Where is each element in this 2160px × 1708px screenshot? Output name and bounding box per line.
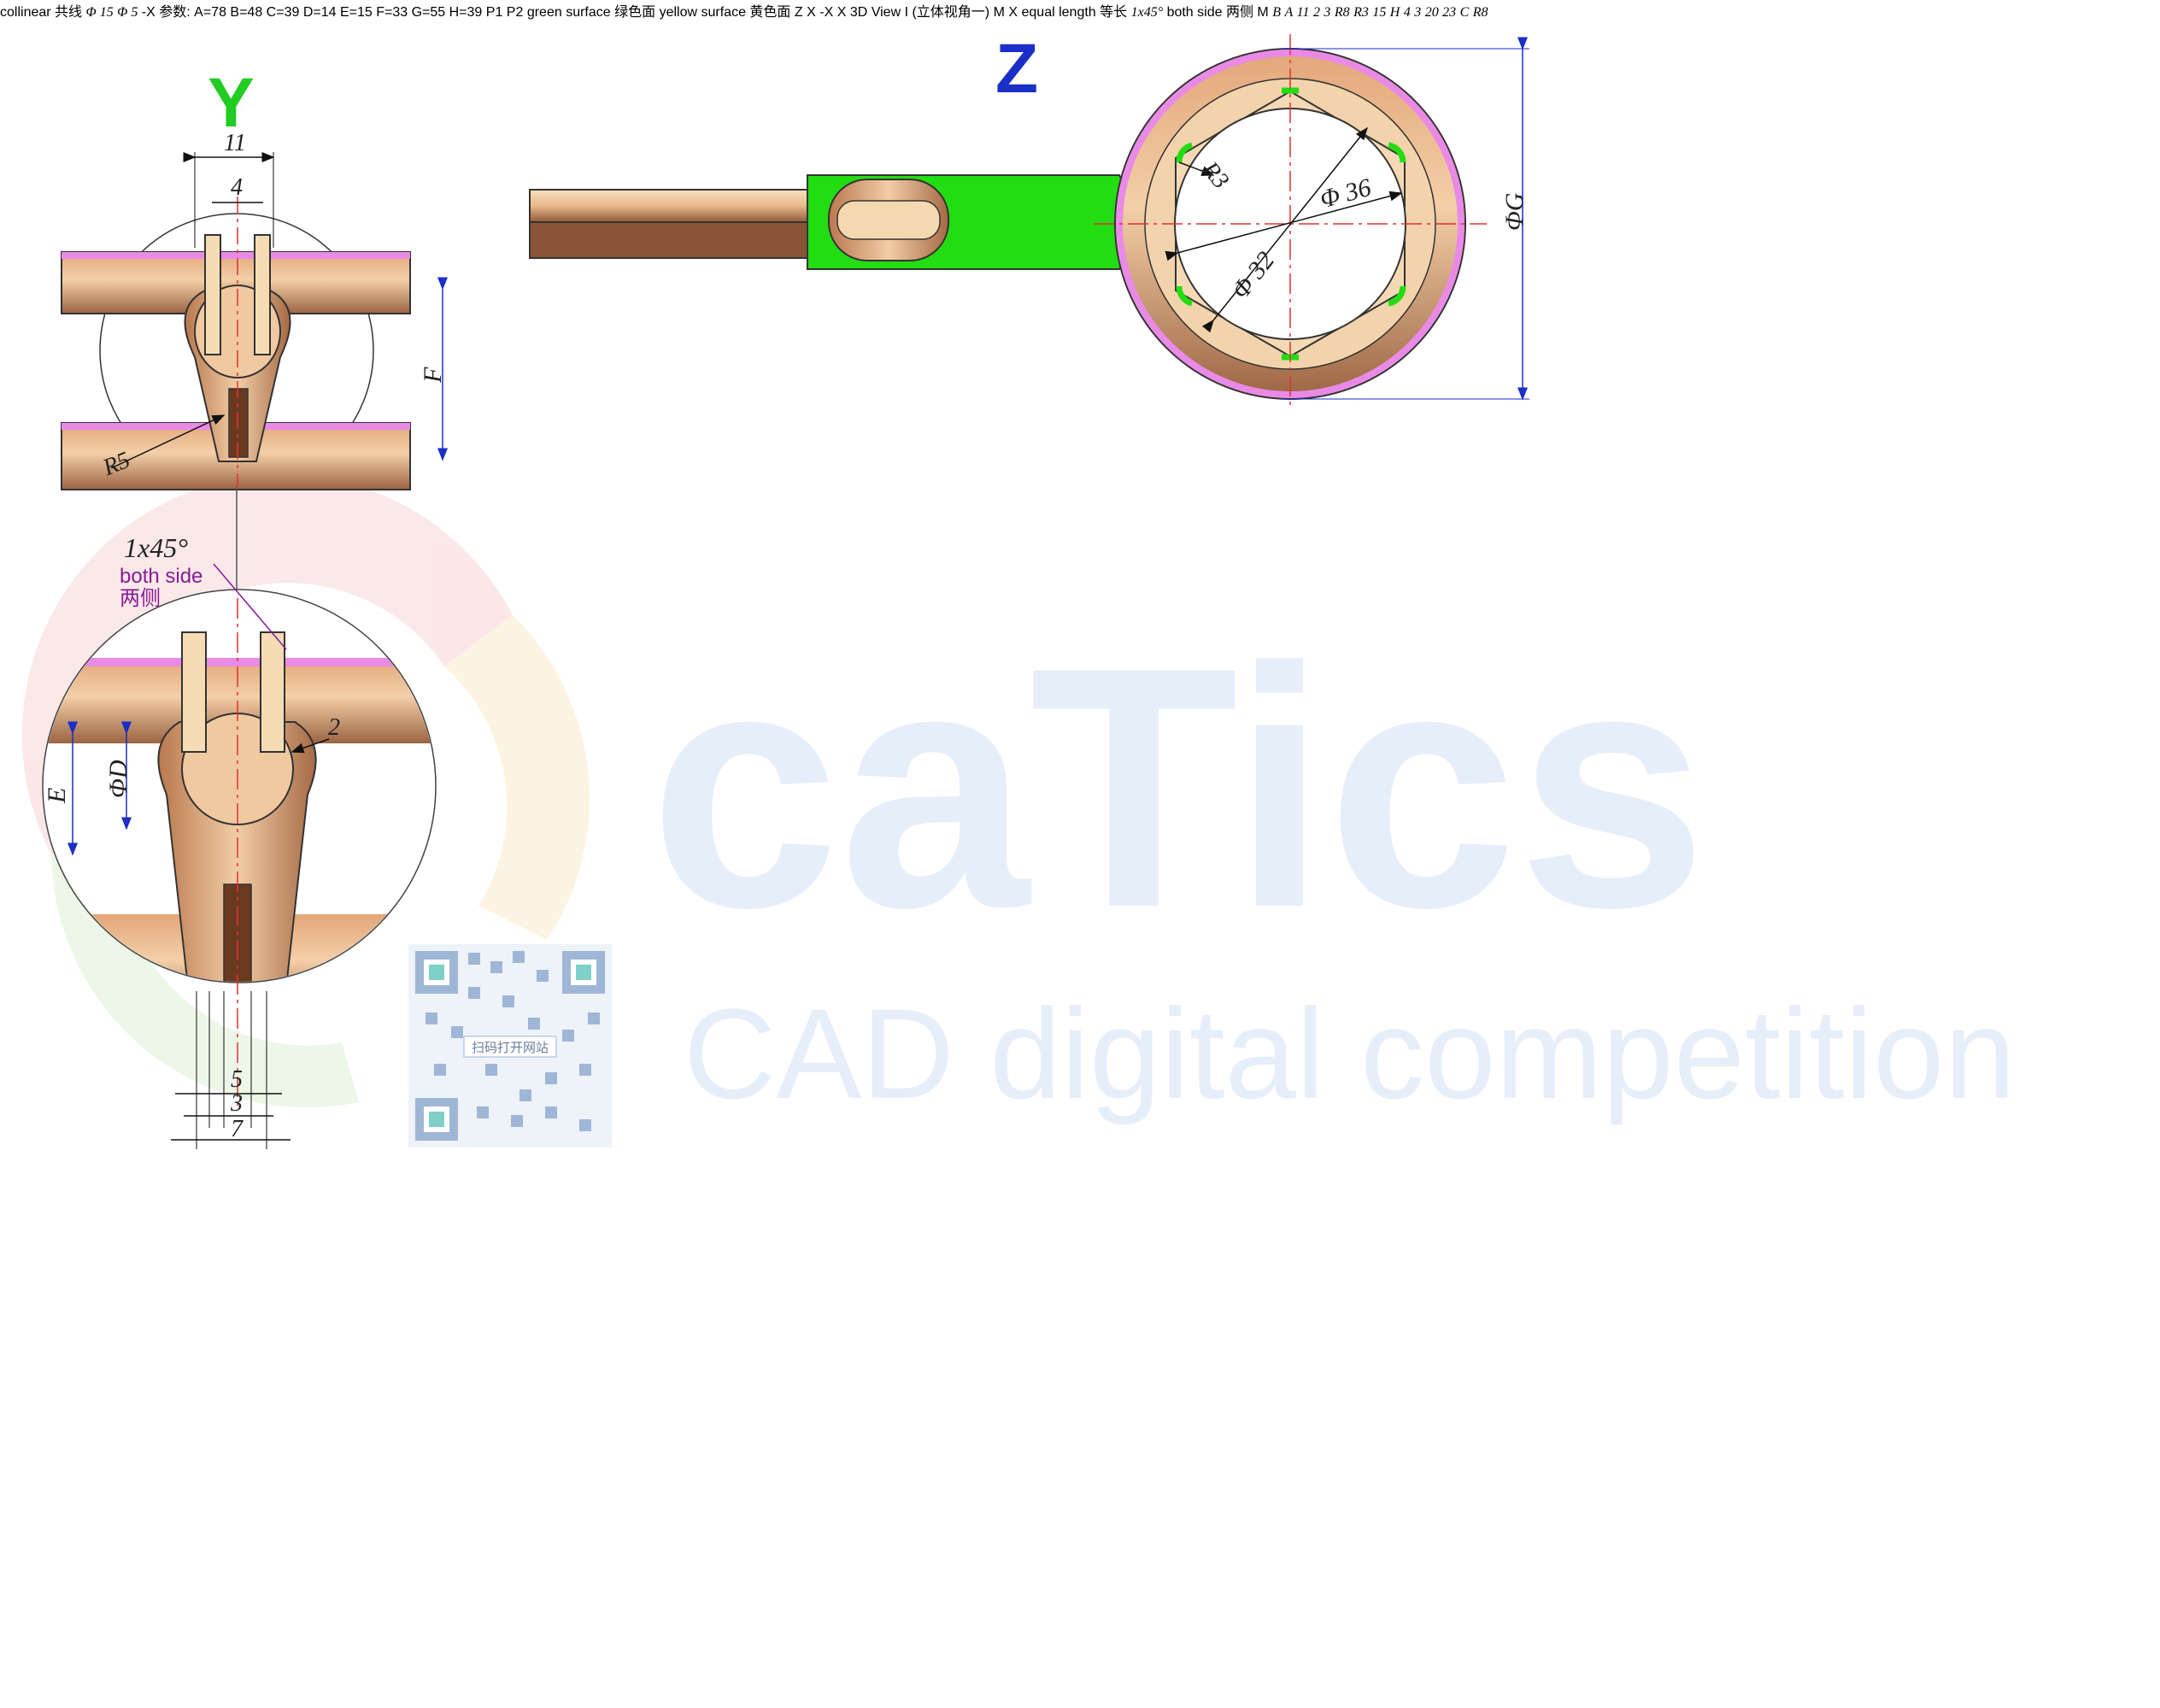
- y-dim-4: 4: [231, 174, 243, 201]
- m-dim-R3: R3: [1353, 5, 1369, 20]
- watermark: caTics CAD digital competition: [21, 474, 2016, 1125]
- view-y-label: Y: [208, 64, 255, 142]
- m-dim-2: 2: [1312, 5, 1320, 20]
- m-dim-11: 11: [1296, 5, 1310, 20]
- view-arrows: Z X -X X 3D View I (立体视角一) M: [795, 5, 1008, 20]
- y-both-side-cn: 两侧: [120, 587, 161, 610]
- y-dim-2: 2: [328, 714, 340, 741]
- yellow-surface-label-cn: 黄色面: [749, 5, 791, 20]
- equal-length-label: equal length: [1021, 5, 1096, 20]
- m-dim-20: 20: [1424, 5, 1439, 20]
- m-dim-R8-a: R8: [1334, 5, 1350, 20]
- neg-x-arrow-small: -X: [819, 5, 834, 20]
- m-dim-15: 15: [1372, 5, 1387, 20]
- m-dim-4: 4: [1403, 5, 1411, 20]
- z-dim-G: ΦG: [1500, 192, 1529, 231]
- view-z: Z Φ 36 Φ 32 R3 ΦG: [529, 30, 1529, 410]
- nx-dim-15: Φ 15: [85, 5, 114, 20]
- view-3d-label-cn: (立体视角一): [912, 5, 990, 20]
- m-dim-B: B: [1272, 5, 1281, 20]
- y-dim-7: 7: [231, 1116, 244, 1142]
- y-dim-5: 5: [231, 1066, 243, 1093]
- m-dim-C: C: [1459, 5, 1470, 20]
- params-title: 参数:: [159, 5, 191, 20]
- y-dim-E: E: [43, 788, 71, 804]
- nx-dim-5: Φ 5: [117, 5, 138, 20]
- green-surface-label: green surface: [526, 5, 611, 20]
- m-dim-3-bot: 3: [1414, 5, 1422, 20]
- z-arrow: Z: [794, 5, 803, 20]
- view-neg-x: -X: [142, 5, 159, 20]
- y-dim-D: ΦD: [104, 760, 132, 798]
- x-both-side: both side: [1166, 5, 1223, 20]
- collinear-label-cn: 共线: [55, 5, 83, 20]
- watermark-tagline: CAD digital competition: [684, 982, 2016, 1125]
- p1-label: P1: [485, 5, 503, 20]
- y-detail: E ΦD 2 1x45° both side 两侧 5 3 7: [42, 487, 437, 1149]
- p2-label: P2: [506, 5, 524, 20]
- params-line-1: A=78 B=48 C=39 D=14 E=15: [194, 5, 373, 20]
- collinear-label: collinear: [0, 5, 51, 20]
- x-arrow-left: X: [807, 5, 816, 20]
- x-both-side-cn: 两侧: [1225, 5, 1253, 20]
- m-arrow: M: [993, 5, 1005, 20]
- qr-caption: 扫码打开网站: [472, 1041, 549, 1055]
- y-dim-3: 3: [230, 1090, 243, 1117]
- y-dim-11: 11: [224, 130, 246, 156]
- m-dim-R8-b: R8: [1472, 5, 1488, 20]
- view-x: X equal length 等长 1x45° both side 两侧: [1008, 5, 1257, 20]
- view-3d-label: 3D View I: [849, 5, 909, 20]
- y-dim-F: F: [419, 367, 447, 384]
- m-dim-23: 23: [1442, 5, 1457, 20]
- view-x-label: X: [1008, 5, 1018, 20]
- collinear-detail: collinear 共线 Φ 15 Φ 5: [0, 5, 142, 20]
- m-dim-H: H: [1389, 5, 1400, 20]
- view-3d: P1 P2 green surface 绿色面 yellow surface 黄…: [486, 5, 795, 20]
- y-both-side: both side: [120, 565, 202, 588]
- qr-code[interactable]: 扫码打开网站: [408, 944, 612, 1147]
- green-surface-label-cn: 绿色面: [614, 5, 656, 20]
- x-arrow-bottom: X: [836, 5, 847, 20]
- m-dim-A: A: [1284, 5, 1294, 20]
- yellow-surface-label: yellow surface: [659, 5, 746, 20]
- equal-length-label-cn: 等长: [1100, 5, 1128, 20]
- view-y: Y 11 4 F R5: [61, 64, 448, 490]
- view-m-label: M: [1257, 5, 1269, 20]
- parameters-block: 参数: A=78 B=48 C=39 D=14 E=15 F=33 G=55 H…: [159, 5, 486, 20]
- y-chamfer: 1x45°: [124, 532, 188, 563]
- view-m: M B A 11 2 3 R8 R: [1257, 5, 1488, 20]
- x-chamfer: 1x45°: [1130, 5, 1164, 20]
- view-neg-x-label: -X: [141, 5, 156, 20]
- watermark-logo-text: caTics: [649, 596, 1707, 978]
- m-dim-3-top: 3: [1324, 5, 1331, 20]
- view-z-label: Z: [995, 30, 1038, 108]
- params-line-2: F=33 G=55 H=39: [376, 5, 483, 20]
